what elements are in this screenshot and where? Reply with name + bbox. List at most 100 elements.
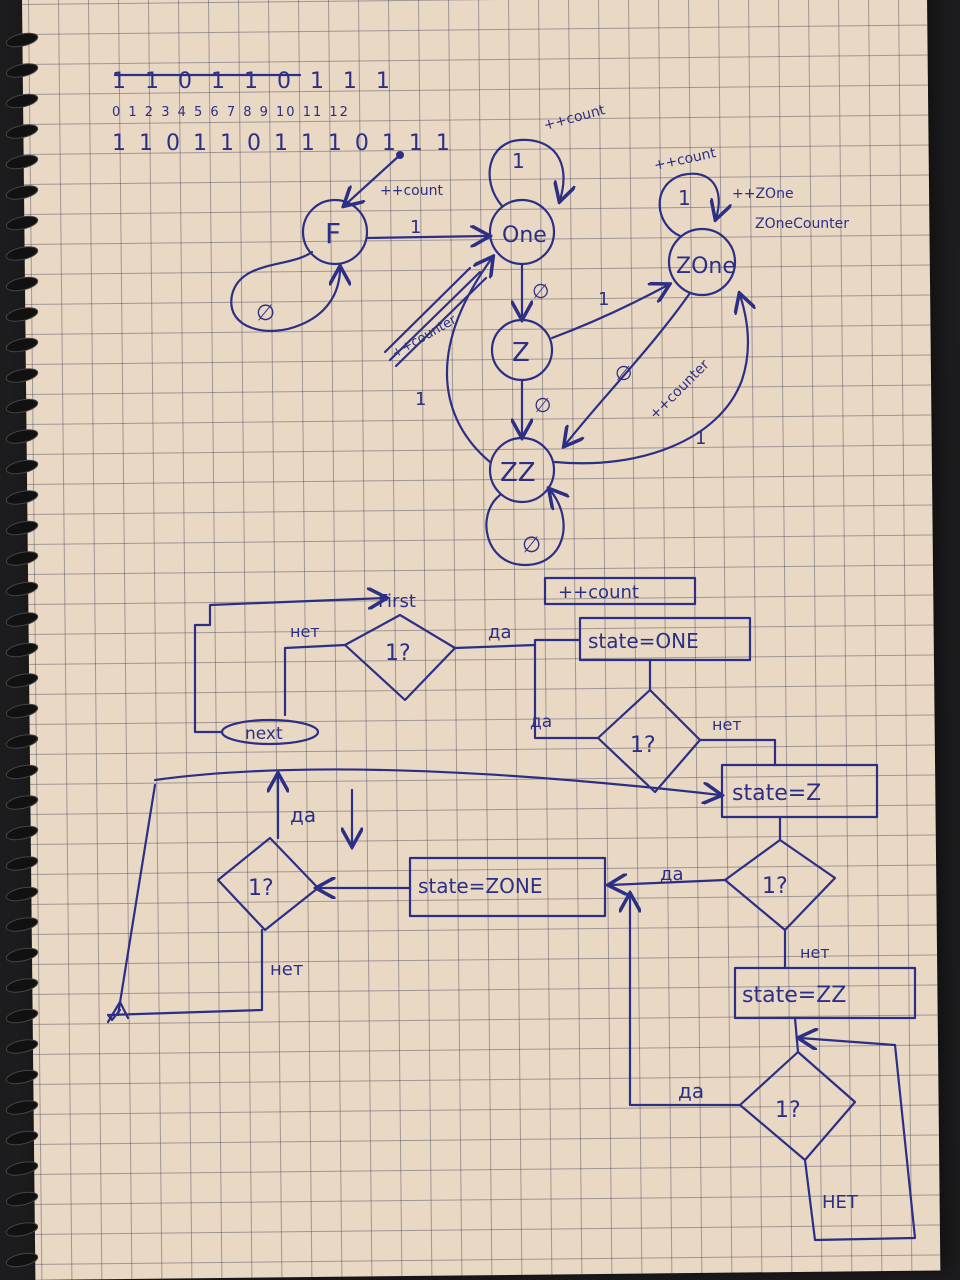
edge-zz-zone-label: 1 xyxy=(695,428,706,449)
loop-zone-label: 1 xyxy=(678,186,691,210)
binding-ring xyxy=(5,307,39,322)
binding-ring xyxy=(5,93,39,109)
binding-ring xyxy=(5,368,39,383)
decision-3-label: 1? xyxy=(762,874,788,899)
binding-ring xyxy=(5,429,39,444)
spiral-binding xyxy=(5,32,39,1268)
edge-f-one xyxy=(365,236,488,238)
scribble-strike xyxy=(383,266,488,368)
decision-4-label: 1? xyxy=(248,876,274,901)
loop-f xyxy=(230,250,340,332)
edge-zone-zz xyxy=(565,291,692,445)
edge-next-back xyxy=(193,598,385,734)
edge-left-vertical xyxy=(116,783,157,1017)
binding-ring xyxy=(5,520,39,536)
binding-ring xyxy=(5,978,39,993)
binding-ring xyxy=(5,1252,39,1268)
decision-first-label: 1? xyxy=(385,641,411,666)
edge-zone-zz-label: ∅ xyxy=(615,361,632,385)
loop-zone xyxy=(658,172,719,238)
binding-ring xyxy=(5,1100,39,1115)
binding-ring xyxy=(5,32,39,48)
state-z-box-label: state=Z xyxy=(732,781,821,806)
next-label: next xyxy=(245,724,283,744)
edge-f-one-label: 1 xyxy=(410,217,421,238)
d3-no-label: нет xyxy=(800,943,830,962)
binding-ring xyxy=(5,154,39,170)
state-zone-box-label: state=ZONE xyxy=(418,874,542,898)
binding-ring xyxy=(5,1039,39,1054)
binding-ring xyxy=(5,1069,39,1085)
binding-ring xyxy=(5,947,39,963)
binding-ring xyxy=(5,764,39,780)
d4-no-label: нет xyxy=(270,959,303,980)
d3-yes-label: да xyxy=(660,864,683,885)
edge-first-no xyxy=(283,643,347,717)
edge-yes-to-one xyxy=(533,638,582,647)
edge-d3-yes xyxy=(610,880,727,885)
flowchart: 1? First да нет next ++count state=ONE 1… xyxy=(106,576,917,1242)
state-zone-label: ZOne xyxy=(676,254,736,279)
edge-d2-yes xyxy=(533,643,600,740)
d4-yes-label: да xyxy=(290,803,316,827)
count-box xyxy=(543,576,697,606)
edge-one-z-label: ∅ xyxy=(532,279,549,303)
decision-2-label: 1? xyxy=(630,733,656,758)
state-zz-box xyxy=(733,966,917,1020)
state-machine: ++count F ∅ 1 One 1 ++count ∅ Z 1 ∅ ZOne xyxy=(230,102,849,567)
binding-ring xyxy=(5,886,39,902)
index-row: 0 1 2 3 4 5 6 7 8 9 10 11 12 xyxy=(112,105,350,120)
binding-ring xyxy=(5,1161,39,1176)
edge-left-to-z xyxy=(153,768,720,795)
counter-zz-label: ++counter xyxy=(647,357,713,423)
state-z-label: Z xyxy=(512,338,530,368)
state-one-box-label: state=ONE xyxy=(588,629,699,653)
decision-5-label: 1? xyxy=(775,1098,801,1123)
state-zone-node xyxy=(667,227,737,297)
inc-zone-label: ++ZOne xyxy=(732,186,794,202)
binding-ring xyxy=(5,1130,39,1146)
count-on-f-label: ++count xyxy=(380,183,443,199)
d5-no-label: НЕТ xyxy=(822,1192,859,1213)
binding-ring xyxy=(5,1191,39,1207)
first-no-label: нет xyxy=(290,622,320,641)
loop-zz-label: ∅ xyxy=(522,533,541,558)
bits-row: 1 1 0 1 1 0 1 1 1 xyxy=(112,69,396,94)
first-yes-label: да xyxy=(488,622,511,643)
binding-ring xyxy=(5,337,39,353)
binding-ring xyxy=(5,215,39,231)
binding-ring xyxy=(5,1222,39,1237)
binding-ring xyxy=(5,459,39,475)
loop-one xyxy=(488,138,564,208)
binding-ring xyxy=(5,612,39,627)
binding-ring xyxy=(5,856,39,871)
edge-zz-one-label: 1 xyxy=(415,389,426,410)
d2-yes-label: да xyxy=(530,712,552,732)
d5-yes-label: да xyxy=(678,1079,704,1103)
edge-zz-one xyxy=(446,258,492,464)
edge-zz-zone xyxy=(553,295,748,465)
binding-ring xyxy=(5,398,39,414)
state-zz-node xyxy=(488,436,556,504)
binding-ring xyxy=(5,276,39,292)
bit-sequence: 1 1 0 1 1 0 1 1 1 0 1 2 3 4 5 6 7 8 9 10… xyxy=(112,69,450,156)
loop-zz xyxy=(485,490,563,567)
binding-ring xyxy=(5,642,39,658)
decision-3 xyxy=(723,838,837,932)
start-arrow xyxy=(345,153,402,205)
binding-ring xyxy=(5,703,39,719)
binding-rings xyxy=(5,32,39,1268)
edge-first-yes xyxy=(453,643,537,650)
binding-ring xyxy=(5,673,39,688)
zone-counter-label: ZOneCounter xyxy=(755,216,849,232)
binding-ring xyxy=(5,490,39,505)
count-on-one-label: ++count xyxy=(542,102,607,134)
decision-4 xyxy=(216,836,320,932)
edge-d5-yes xyxy=(630,895,742,1107)
binding-ring xyxy=(5,825,39,841)
edge-z-zone-label: 1 xyxy=(598,289,609,310)
d2-no-label: нет xyxy=(712,715,742,734)
edge-zz-to-d5 xyxy=(793,1016,800,1054)
edge-z-zz-label: ∅ xyxy=(534,393,551,417)
